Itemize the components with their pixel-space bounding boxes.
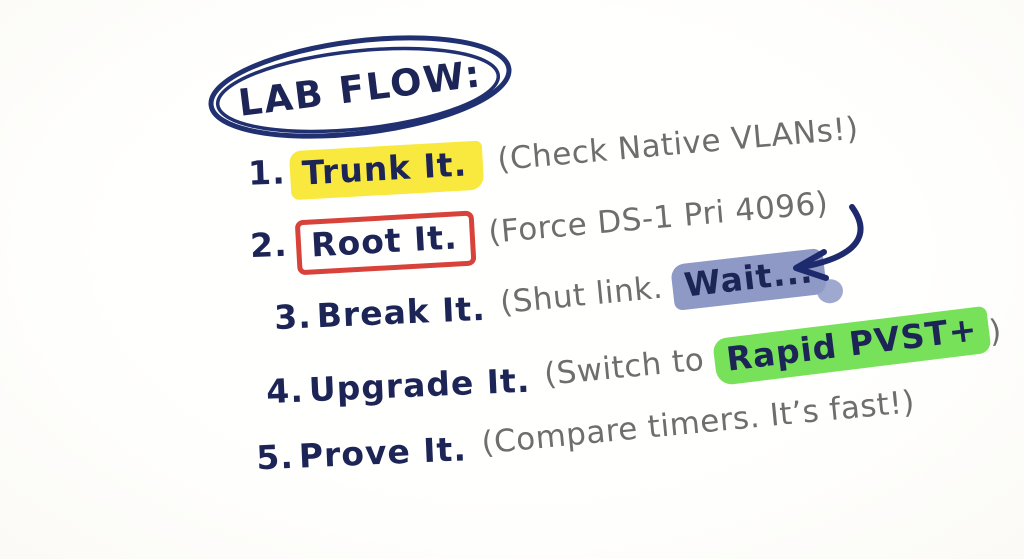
step-4-note-text: (Switch to xyxy=(542,341,707,393)
step-1-number: 1. xyxy=(247,152,287,193)
step-5-action: Prove It. xyxy=(298,429,468,476)
step-4-number: 4. xyxy=(265,370,305,412)
step-5: 5. Prove It.(Compare timers. It’s fast!) xyxy=(255,384,918,478)
step-3-number: 3. xyxy=(273,296,313,338)
step-1-note: (Check Native VLANs!) xyxy=(495,110,860,178)
step-3-note-text: (Shut link. xyxy=(498,269,665,322)
title-circle-icon xyxy=(208,35,512,139)
step-4-action: Upgrade It. xyxy=(307,360,532,410)
step-5-number: 5. xyxy=(255,436,295,478)
step-1-action-yellow-highlight: Trunk It. xyxy=(288,140,484,201)
step-2-action-red-box: Root It. xyxy=(294,210,476,276)
curved-arrow-icon xyxy=(768,204,878,288)
title-group: LAB FLOW: xyxy=(202,30,518,146)
step-2-number: 2. xyxy=(249,224,289,266)
step-3-action: Break It. xyxy=(315,288,487,336)
